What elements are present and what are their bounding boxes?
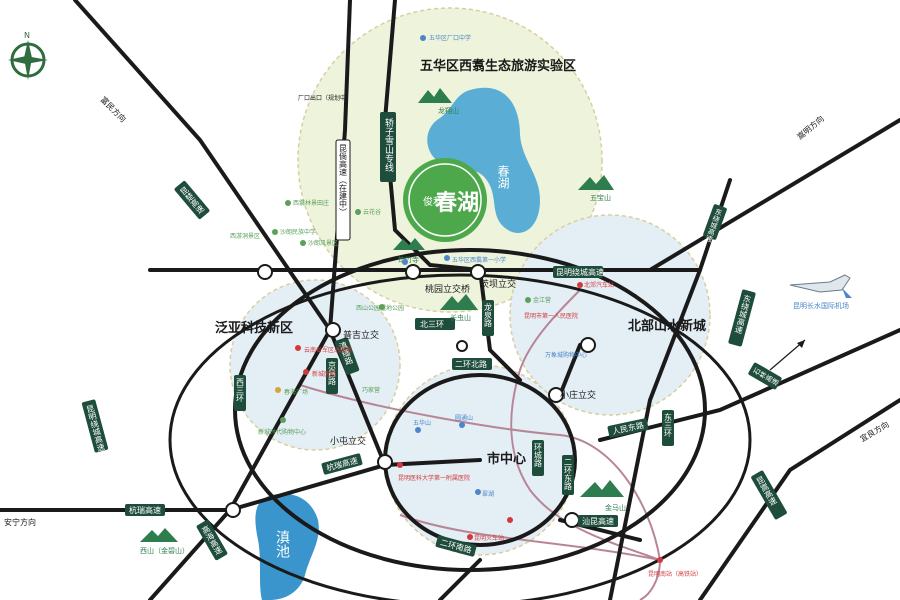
airport-label: 昆明长水国际机场 — [793, 301, 849, 310]
airport-arrow-head — [797, 340, 805, 348]
shield-kunsong: 昆嵩高速 — [751, 470, 787, 520]
svg-text:西三环: 西三环 — [236, 378, 245, 403]
label-longxiang: 龙翔山 — [438, 106, 459, 115]
chunhu-logo — [403, 158, 487, 242]
shield-ring3: 北三环 — [415, 318, 455, 330]
svg-text:五华区西翥第一小学: 五华区西翥第一小学 — [452, 256, 506, 264]
poi-dots — [272, 35, 663, 563]
mountain-icons — [140, 88, 624, 542]
svg-text:杭瑞高速: 杭瑞高速 — [129, 505, 161, 515]
shield-longquan: 龙泉路 — [482, 300, 494, 336]
zone-fanya-label: 泛亚科技新区 — [215, 320, 293, 336]
svg-text:新城医院: 新城医院 — [312, 370, 336, 378]
svg-text:新城时代购物中心: 新城时代购物中心 — [258, 428, 306, 436]
svg-text:昆明绕城高速: 昆明绕城高速 — [556, 267, 604, 277]
zone-center-label: 市中心 — [487, 451, 526, 467]
svg-text:西翥林景田庄: 西翥林景田庄 — [293, 199, 329, 207]
shield-jiaozi: 轿子雪山专线 — [380, 112, 396, 182]
svg-text:二环东路: 二环东路 — [564, 458, 573, 490]
label-jijiang: 筇竹寺 — [398, 255, 419, 264]
label-xishan: 西山（金碧山） — [140, 546, 189, 555]
dianchi-label: 滇池 — [274, 530, 290, 558]
zone-beibu-label: 北部山水新城 — [628, 318, 706, 334]
label-puji: 普吉立交 — [343, 329, 379, 341]
svg-text:轿子雪山专线: 轿子雪山专线 — [383, 117, 394, 172]
direction-fumin: 富民方向 — [99, 94, 129, 124]
compass-north-label: N — [24, 31, 30, 40]
shield-huancheng: 环城路 — [532, 440, 544, 476]
svg-text:万象城购物中心: 万象城购物中心 — [545, 351, 587, 359]
airplane-icon — [789, 274, 852, 298]
shield-hangrui1: 杭瑞高速 — [125, 504, 165, 516]
svg-text:北三环: 北三环 — [420, 320, 444, 329]
svg-text:昆明市第一人民医院: 昆明市第一人民医院 — [524, 312, 578, 320]
svg-text:昆倘高速（在建中）: 昆倘高速（在建中） — [339, 144, 348, 216]
svg-text:昆明南站（高铁站）: 昆明南站（高铁站） — [648, 570, 702, 578]
direction-songming: 嵩明方向 — [795, 113, 826, 141]
shield-kunshu: 昆倘高速（在建中） — [335, 139, 351, 241]
svg-text:昆明医科大学第一附属医院: 昆明医科大学第一附属医院 — [398, 474, 470, 482]
zone-wuhua-label: 五华区西翥生态旅游实验区 — [420, 58, 576, 74]
svg-text:巧家营: 巧家营 — [362, 386, 380, 394]
svg-text:汕昆高速: 汕昆高速 — [582, 516, 614, 526]
chunhu-lake — [427, 87, 540, 233]
svg-text:东三环: 东三环 — [664, 412, 673, 438]
chunhu-label: 春湖 — [496, 165, 510, 189]
shield-kunchu: 昆楚高速 — [174, 180, 210, 220]
shield-rao-n: 昆明绕城高速 — [553, 266, 604, 278]
svg-text:厂口出口（规划中）: 厂口出口（规划中） — [298, 94, 352, 102]
shield-renmin: 人民东路 — [607, 418, 649, 438]
shield-dianmian: 滇缅路 — [334, 337, 360, 375]
shield-ring2n: 二环北路 — [452, 358, 492, 370]
interchanges — [225, 264, 596, 528]
svg-text:京昌路: 京昌路 — [328, 360, 337, 385]
svg-text:西游洞景区: 西游洞景区 — [230, 232, 260, 240]
label-taoyuan: 桃园立交桥 — [425, 283, 470, 295]
shield-ring2e: 二环东路 — [562, 455, 574, 495]
svg-text:五华区厂口中学: 五华区厂口中学 — [429, 34, 471, 42]
label-xiaotun: 小屯立交 — [330, 435, 366, 447]
shield-jingchang: 京昌路 — [326, 358, 338, 394]
compass-icon: N — [8, 31, 48, 80]
chunhu-logo-ring — [408, 163, 482, 237]
svg-text:金江营: 金江营 — [533, 296, 551, 304]
svg-text:环城路: 环城路 — [534, 443, 543, 467]
svg-text:昆明火车站: 昆明火车站 — [474, 534, 504, 542]
svg-text:杭瑞高速: 杭瑞高速 — [325, 455, 358, 473]
svg-text:云花谷: 云花谷 — [363, 208, 381, 216]
shield-shankun: 汕昆高速 — [578, 515, 618, 527]
poi-labels: 五华区厂口中学 厂口出口（规划中） 云花谷 西翥林景田庄 沙朗民族中学 沙朗风景… — [230, 34, 702, 578]
label-changchong: 长虫山 — [450, 313, 471, 322]
svg-text:沙朗风景区: 沙朗风景区 — [308, 239, 338, 247]
logo-small-text: 俊利 — [423, 195, 443, 208]
shield-xisanhuan: 西三环 — [234, 375, 246, 411]
svg-text:北郊汽车站: 北郊汽车站 — [584, 281, 614, 289]
svg-text:圆通山: 圆通山 — [455, 414, 473, 422]
shield-dongrao: 东绕城高速 — [728, 289, 756, 347]
svg-text:龙泉路: 龙泉路 — [484, 302, 493, 327]
label-jinma: 金马山 — [605, 503, 626, 512]
svg-text:春海广场: 春海广场 — [284, 388, 308, 396]
shield-rao-w: 昆明绕城高速 — [81, 399, 109, 453]
label-wubao: 五宝山 — [590, 193, 611, 202]
svg-text:二环北路: 二环北路 — [455, 359, 487, 369]
logo-text: 春湖 — [435, 191, 479, 216]
svg-text:西山公园湿地公园: 西山公园湿地公园 — [356, 304, 404, 312]
label-xiaozhuang: 小庄立交 — [560, 389, 596, 401]
label-maoba: 茨坝立交 — [480, 278, 516, 290]
shield-shilin: 石林高速 — [748, 362, 782, 390]
shield-dongsanhuan: 东三环 — [662, 410, 674, 446]
svg-text:沙朗民族中学: 沙朗民族中学 — [280, 228, 316, 236]
svg-text:五华山: 五华山 — [413, 419, 431, 427]
svg-text:翠湖: 翠湖 — [482, 490, 494, 498]
direction-anning: 安宁方向 — [4, 517, 36, 527]
svg-text:云南省军区总医院: 云南省军区总医院 — [304, 346, 352, 354]
